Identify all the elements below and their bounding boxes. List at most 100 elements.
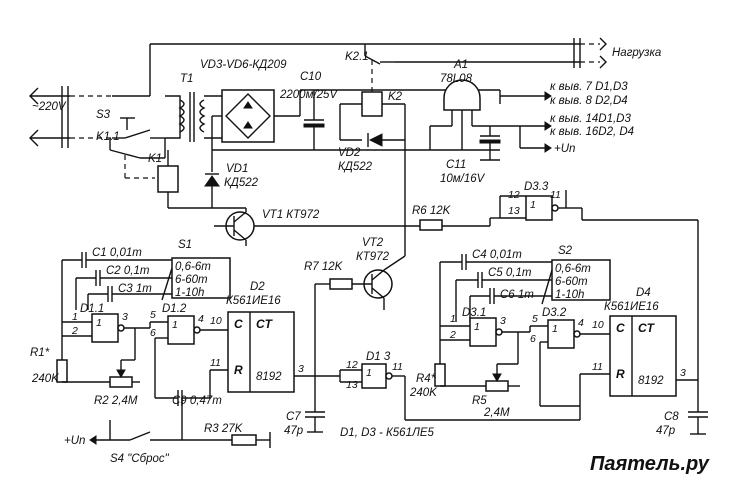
c10-label: C10 <box>300 71 322 83</box>
transformer-t1 <box>165 92 222 142</box>
k1-1-label: K1.1 <box>96 131 120 143</box>
d12-pin4: 4 <box>198 313 204 325</box>
gate-d1-2: 1 <box>149 315 228 398</box>
c8-value: 47p <box>656 425 676 437</box>
gate-d1-3: 1 <box>315 363 580 421</box>
c9-label: C9 0,47m <box>172 395 222 407</box>
relay-coil-k2 <box>339 91 406 140</box>
d11-pin2: 2 <box>71 325 78 337</box>
k2-label: K2 <box>388 91 403 103</box>
d31-pin1: 1 <box>450 313 456 325</box>
d32-pin5: 5 <box>532 313 538 325</box>
resistor-r7 <box>314 278 353 376</box>
s2-range-a: 0,6-6m <box>555 263 591 275</box>
r5-value: 2,4M <box>483 407 510 419</box>
svg-text:8192: 8192 <box>638 375 664 387</box>
gate-d1-1: 1 <box>61 310 150 343</box>
d4-pin11: 11 <box>592 361 603 373</box>
output-arrows <box>499 90 552 153</box>
c6-label: C6 1m <box>500 289 534 301</box>
d2-label: D2 <box>250 281 265 293</box>
diode-bridge-label: VD3-VD6-КД209 <box>200 59 287 71</box>
d13-label: D1 3 <box>366 351 391 363</box>
resistor-r4 <box>434 340 486 387</box>
logic-note: D1, D3 - К561ЛЕ5 <box>340 427 435 439</box>
vd1-type: КД522 <box>224 177 259 189</box>
svg-text:C: C <box>616 321 625 335</box>
a1-type: 78L08 <box>440 73 473 85</box>
d2-pin11: 11 <box>210 357 221 369</box>
d33-pin13: 13 <box>508 205 520 217</box>
regulator-a1 <box>429 79 520 150</box>
svg-text:1: 1 <box>474 321 480 333</box>
svg-text:CT: CT <box>638 321 656 335</box>
d13-pin13: 13 <box>346 379 358 391</box>
relay-contact-k2-1 <box>364 44 395 92</box>
out2-label: к выв. 8 D2,D4 <box>550 95 628 107</box>
c5-label: C5 0,1m <box>488 267 532 279</box>
capacitor-c11 <box>479 126 501 161</box>
vcc-label: +Un <box>64 435 85 447</box>
vd2-type: КД522 <box>338 161 373 173</box>
vd2-label: VD2 <box>338 147 361 159</box>
r1-value: 240K <box>31 373 60 385</box>
c11-label: C11 <box>446 159 466 171</box>
d31-pin2: 2 <box>449 329 456 341</box>
transistor-vt1 <box>212 207 420 246</box>
vt2-type: КТ972 <box>356 251 390 263</box>
gate-d3-1: 1 <box>439 317 530 347</box>
d33-pin11: 11 <box>550 189 561 201</box>
out3-label: к выв. 14D1,D3 <box>550 113 631 125</box>
k1-label: K1 <box>148 153 162 165</box>
load-label: Нагрузка <box>612 47 661 59</box>
d31-pin3: 3 <box>500 315 506 327</box>
capacitor-c9 <box>155 390 210 440</box>
d11-label: D1.1 <box>80 303 104 315</box>
r4-value: 240K <box>409 387 438 399</box>
r2-label: R2 2,4M <box>94 395 138 407</box>
t1-label: T1 <box>180 73 193 85</box>
mains-label: ~220V <box>32 101 67 113</box>
c7-value: 47p <box>284 425 304 437</box>
c3-label: C3 1m <box>118 283 152 295</box>
resistor-r1 <box>56 336 110 383</box>
s1-range-c: 1-10h <box>175 287 204 299</box>
r5-label: R5 <box>472 395 487 407</box>
resistor-r2 <box>109 328 140 388</box>
relay-contact-k1-1 <box>109 138 166 179</box>
r3-label: R3 27K <box>204 423 244 435</box>
d32-label: D3.2 <box>542 307 567 319</box>
c11-value: 10м/16V <box>440 173 486 185</box>
diode-vd1 <box>204 150 220 208</box>
s2-range-b: 6-60m <box>555 276 588 288</box>
svg-text:1: 1 <box>96 317 102 329</box>
k2-1-label: K2.1 <box>345 51 369 63</box>
d2-type: К561ИЕ16 <box>226 295 281 307</box>
svg-text:CT: CT <box>256 317 274 331</box>
d2-pin3: 3 <box>298 363 304 375</box>
reset-circuit <box>89 420 271 448</box>
relay-coil-k1 <box>157 150 212 209</box>
r6-label: R6 12K <box>412 205 452 217</box>
svg-text:1: 1 <box>530 199 536 211</box>
r7-label: R7 12K <box>304 261 344 273</box>
d13-pin11: 11 <box>392 361 403 373</box>
timing-caps-right <box>439 254 552 322</box>
counter-d2: C CT R 8192 <box>209 311 315 398</box>
svg-text:1: 1 <box>172 319 178 331</box>
resistor-r5 <box>485 332 520 392</box>
watermark: Паятель.ру <box>590 453 710 475</box>
out1-label: к выв. 7 D1,D3 <box>550 81 628 93</box>
vt2-label: VT2 <box>362 237 384 249</box>
s2-range-c: 1-10h <box>555 289 584 301</box>
d11-pin3: 3 <box>122 311 128 323</box>
out5-label: +Un <box>554 143 575 155</box>
c7-label: C7 <box>286 411 301 423</box>
d13-pin12: 12 <box>346 359 358 371</box>
svg-text:C: C <box>234 317 243 331</box>
d11-pin1: 1 <box>72 311 78 323</box>
mains-input <box>29 87 150 147</box>
d12-pin6: 6 <box>150 327 156 339</box>
diode-vd2 <box>340 133 405 147</box>
s4-label: S4 "Сброс" <box>110 453 170 465</box>
